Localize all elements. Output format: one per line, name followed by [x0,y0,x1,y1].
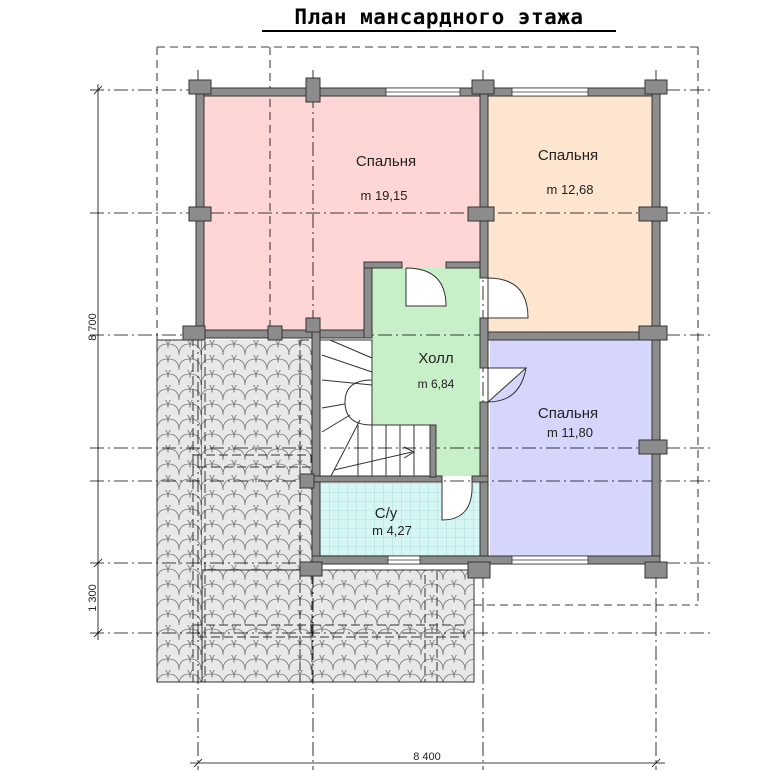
room-hall [372,268,480,476]
bedroom-3-area: m 11,80 [547,425,593,440]
dimension-porch: 1 300 [87,584,99,612]
dimension-height: 8 700 [87,313,99,341]
bedroom-1-name: Спальня [356,153,416,170]
bedroom-2-area: m 12,68 [547,182,594,197]
room-bedroom-1 [204,96,480,334]
roof-tile-area [156,339,475,683]
walls [182,77,668,579]
bathroom-area: m 4,27 [372,523,412,538]
doors [405,267,529,521]
staircase [319,339,431,481]
plan-title: План мансардного этажа [262,4,616,32]
bedroom-3-name: Спальня [538,405,598,422]
hall-name: Холл [418,350,453,367]
dimension-width: 8 400 [413,751,441,763]
outline-dashed [156,46,699,606]
windows [385,87,589,565]
door-bathroom [441,481,473,521]
dimension-lines [93,84,665,768]
door-bedroom-3 [487,367,528,404]
door-bedroom-2 [487,277,529,319]
bathroom-name: С/у [375,505,398,522]
door-bedroom-1 [405,267,447,307]
bedroom-2-name: Спальня [538,147,598,164]
room-labels: Спальня m 19,15 Спальня m 12,68 Холл m 6… [356,147,598,538]
bedroom-1-area: m 19,15 [361,188,408,203]
hall-area: m 6,84 [418,377,455,391]
